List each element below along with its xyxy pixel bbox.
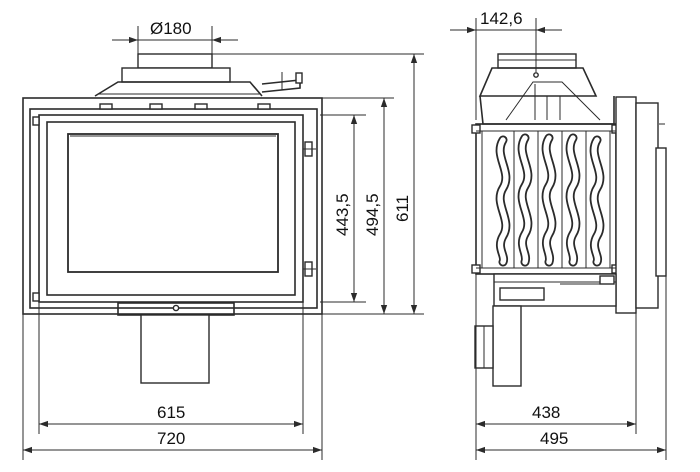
door-opening-height-label: 443,5	[333, 193, 352, 236]
side-total-depth-label: 495	[540, 429, 568, 448]
flue-offset-label: 142,6	[480, 9, 523, 28]
dimension-flue-diameter: Ø180	[112, 19, 238, 54]
dimension-side-total-depth: 495	[475, 276, 667, 460]
front-total-width-label: 720	[157, 429, 185, 448]
side-inner-depth-label: 438	[532, 403, 560, 422]
side-view	[471, 53, 667, 387]
dimension-side-inner-depth: 438	[475, 274, 637, 434]
frame-height-label: 494,5	[363, 193, 382, 236]
dimension-front-inner-width: 615	[38, 302, 304, 434]
front-door	[29, 103, 318, 309]
front-inner-width-label: 615	[157, 403, 185, 422]
dimension-door-opening-height: 443,5	[320, 114, 366, 303]
dimension-flue-offset: 142,6	[450, 9, 562, 120]
front-air-intake	[140, 314, 210, 384]
total-height-label: 611	[393, 195, 412, 222]
side-wave-baffles	[495, 131, 605, 268]
front-outer-frame	[22, 97, 323, 315]
dimension-total-height: 611	[212, 53, 424, 315]
side-air-intake	[474, 305, 522, 387]
dimension-front-total-width: 720	[22, 314, 323, 460]
flue-diameter-label: Ø180	[150, 19, 192, 38]
front-flue-collar	[94, 53, 303, 97]
side-flue-collar	[478, 53, 598, 97]
side-ash-pan	[476, 273, 617, 307]
front-view	[22, 53, 323, 384]
side-door-plate	[615, 96, 667, 314]
